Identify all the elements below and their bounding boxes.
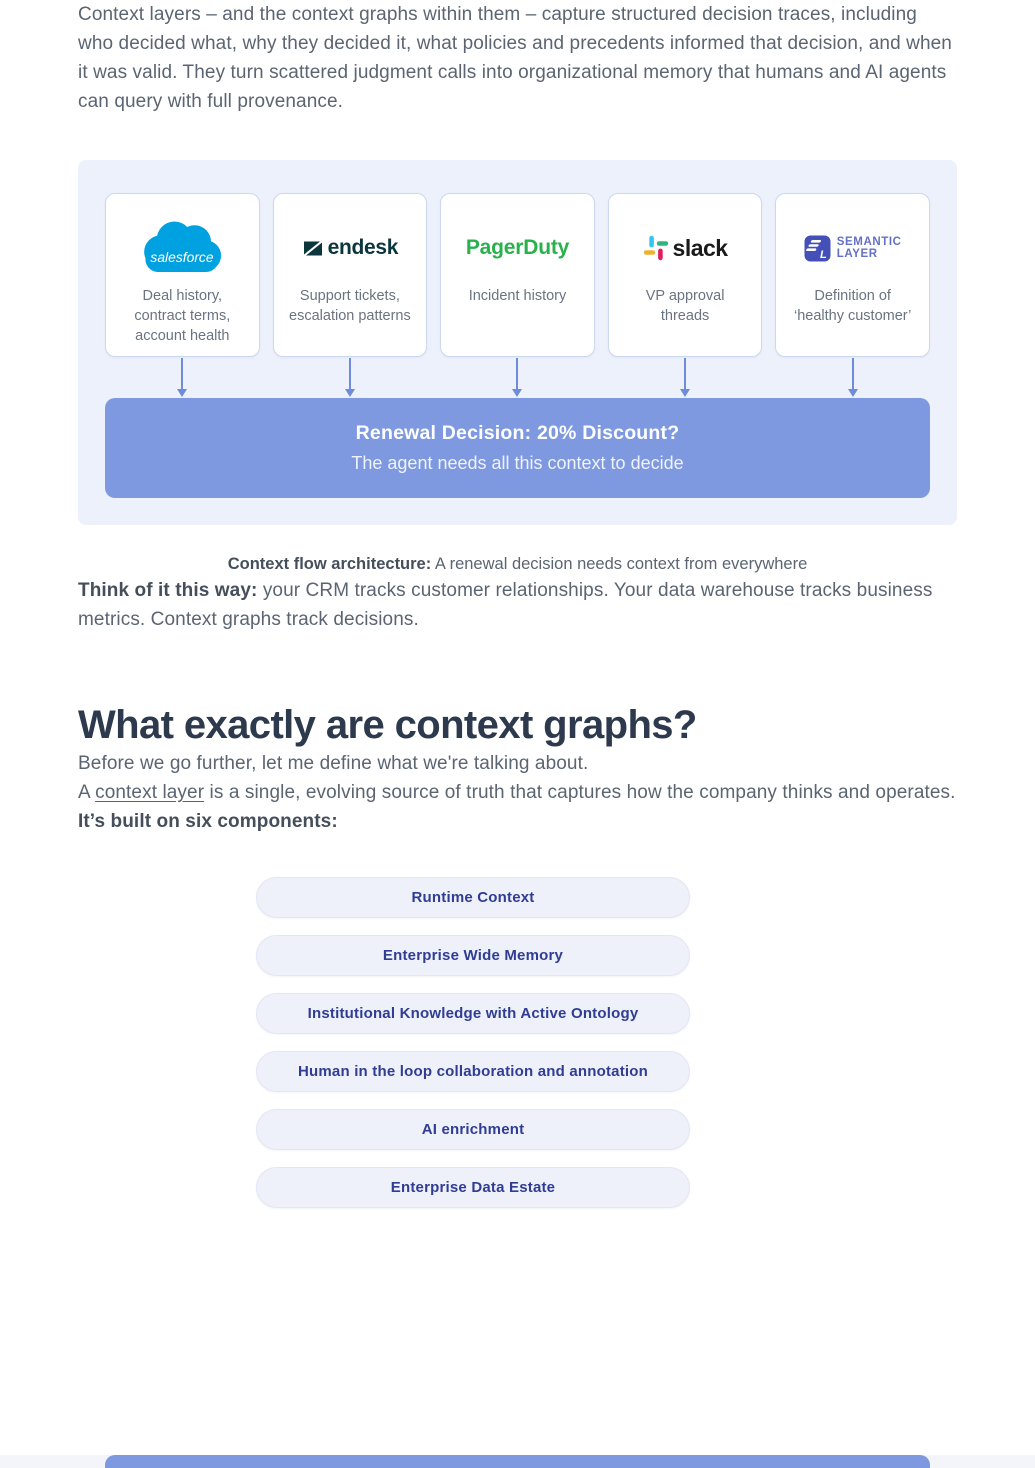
before-paragraph: Before we go further, let me define what… — [78, 753, 589, 774]
slack-logo: slack — [643, 214, 728, 282]
source-cards-row: salesforce Deal history, contract terms,… — [105, 193, 930, 357]
think-lead: Think of it this way: — [78, 580, 258, 601]
down-arrow-icon — [512, 358, 523, 397]
component-pill-enterprise-data-estate: Enterprise Data Estate — [256, 1167, 690, 1208]
pagerduty-logo: PagerDuty — [466, 214, 569, 282]
component-pill-runtime-context: Runtime Context — [256, 877, 690, 918]
context-flow-diagram: salesforce Deal history, contract terms,… — [78, 160, 957, 525]
zendesk-wordmark: endesk — [327, 236, 399, 259]
cropped-next-figure-blue-strip — [105, 1455, 930, 1468]
svg-text:L: L — [820, 249, 827, 261]
component-pill-ai-enrichment: AI enrichment — [256, 1109, 690, 1150]
down-arrow-icon — [344, 358, 355, 397]
figure-caption-lead: Context flow architecture: — [227, 555, 432, 573]
card-label: Definition of ‘healthy customer’ — [793, 288, 912, 324]
slack-hash-icon — [643, 235, 668, 261]
card-label: Incident history — [468, 288, 567, 304]
salesforce-cloud-icon: salesforce — [144, 221, 222, 272]
semantic-layer-wordmark-line1: SEMANTIC — [836, 236, 902, 248]
component-pill-enterprise-wide-memory: Enterprise Wide Memory — [256, 935, 690, 976]
semantic-layer-logo: L SEMANTIC LAYER — [804, 214, 902, 282]
down-arrow-icon — [177, 358, 188, 397]
zendesk-logo: endesk — [302, 214, 399, 282]
renewal-decision-box: Renewal Decision: 20% Discount? The agen… — [105, 398, 930, 498]
salesforce-logo: salesforce — [132, 214, 232, 282]
section-heading: What exactly are context graphs? — [78, 703, 697, 747]
article-content: Context layers – and the context graphs … — [78, 4, 957, 1208]
pagerduty-wordmark: PagerDuty — [465, 236, 570, 259]
down-arrow-icon — [680, 358, 691, 397]
source-card-slack: slack VP approval threads — [607, 193, 763, 357]
flow-arrows-row — [105, 357, 930, 398]
decision-subtitle: The agent needs all this context to deci… — [351, 453, 684, 473]
six-components-lead: It’s built on six components: — [78, 811, 338, 832]
salesforce-wordmark: salesforce — [151, 249, 214, 265]
figure-caption: Context flow architecture: A renewal dec… — [227, 555, 808, 573]
zendesk-z-icon — [303, 241, 322, 255]
source-card-semantic-layer: L SEMANTIC LAYER Definition of ‘healthy … — [775, 193, 930, 357]
component-pill-human-in-the-loop: Human in the loop collaboration and anno… — [256, 1051, 690, 1092]
six-components-stack: Runtime Context Enterprise Wide Memory I… — [256, 877, 690, 1208]
card-label: VP approval threads — [645, 288, 725, 324]
semantic-layer-wordmark-line2: LAYER — [836, 248, 878, 260]
decision-title: Renewal Decision: 20% Discount? — [355, 422, 680, 444]
card-label: Support tickets, escalation patterns — [289, 288, 411, 324]
intro-paragraph: Context layers – and the context graphs … — [78, 4, 952, 112]
definition-paragraph: A context layer is a single, evolving so… — [78, 782, 956, 832]
source-card-zendesk: endesk Support tickets, escalation patte… — [272, 193, 428, 357]
card-label: Deal history, contract terms, account he… — [134, 288, 231, 344]
source-card-pagerduty: PagerDuty Incident history — [440, 193, 595, 357]
think-paragraph: Think of it this way: your CRM tracks cu… — [78, 580, 933, 630]
slack-wordmark: slack — [672, 234, 729, 261]
semantic-layer-icon: L — [804, 235, 831, 261]
context-layer-link[interactable]: context layer — [95, 782, 205, 803]
down-arrow-icon — [847, 358, 858, 397]
source-card-salesforce: salesforce Deal history, contract terms,… — [105, 193, 260, 357]
component-pill-institutional-knowledge: Institutional Knowledge with Active Onto… — [256, 993, 690, 1034]
